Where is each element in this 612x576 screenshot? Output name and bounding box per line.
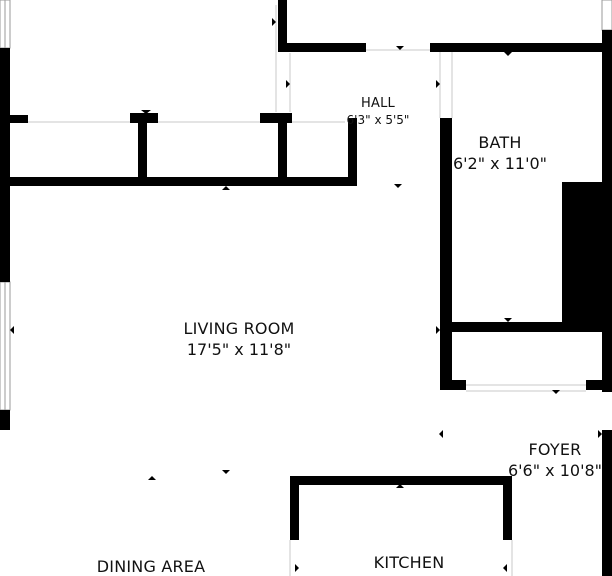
room-label-hall: HALL 6'3" x 5'5" <box>347 96 410 127</box>
room-dimensions-foyer: 6'6" x 10'8" <box>507 461 603 480</box>
room-label-dining-area: DINING AREA <box>97 557 206 576</box>
room-label-living-room: LIVING ROOM 17'5" x 11'8" <box>183 319 294 359</box>
room-label-foyer: FOYER 6'6" x 10'8" <box>508 440 602 480</box>
room-dimensions-hall: 6'3" x 5'5" <box>346 113 410 127</box>
room-name-kitchen: KITCHEN <box>373 553 445 572</box>
door-markers <box>10 18 602 572</box>
windows <box>0 0 612 411</box>
opening-lines <box>28 5 586 576</box>
room-label-bath: BATH 6'2" x 11'0" <box>453 133 547 173</box>
room-dimensions-bath: 6'2" x 11'0" <box>452 154 548 173</box>
room-name-foyer: FOYER <box>528 440 582 459</box>
room-dimensions-living-room: 17'5" x 11'8" <box>186 340 292 359</box>
room-label-kitchen: KITCHEN <box>374 553 445 572</box>
room-name-hall: HALL <box>361 96 395 111</box>
room-name-dining-area: DINING AREA <box>96 557 206 576</box>
room-name-bath: BATH <box>478 133 522 152</box>
room-name-living-room: LIVING ROOM <box>183 319 295 338</box>
